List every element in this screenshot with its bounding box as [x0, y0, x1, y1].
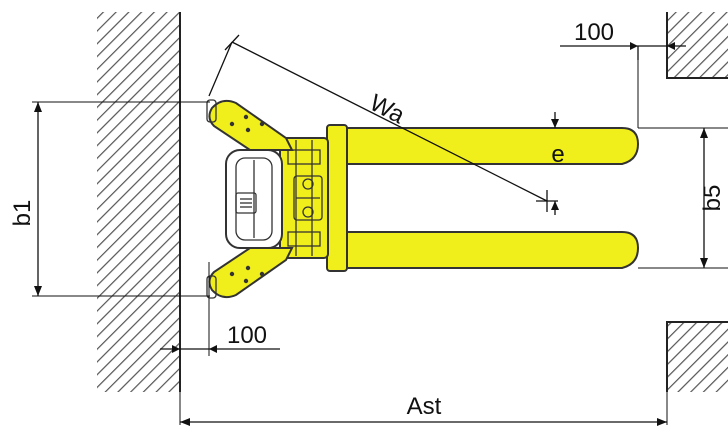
- pallet-truck: [206, 99, 640, 299]
- dimension-wa: [208, 34, 548, 202]
- fork-top: [343, 127, 640, 165]
- label-b1: b1: [9, 200, 36, 227]
- label-b5: b5: [699, 185, 726, 212]
- dimension-ast: [179, 392, 668, 426]
- dimension-e: [551, 112, 559, 215]
- tiller-arm-top: [208, 99, 294, 151]
- fork-base-plate: [326, 124, 348, 272]
- wall-left: [97, 12, 181, 392]
- label-clearance-top: 100: [574, 19, 614, 46]
- fork-bottom: [343, 231, 640, 269]
- wheel-bottom: [206, 275, 217, 299]
- dimension-b1: [32, 101, 210, 297]
- dimension-b5: [638, 127, 728, 269]
- hydraulic-pump: [293, 175, 323, 221]
- label-ast: Ast: [407, 393, 442, 420]
- label-clearance-bottom: 100: [227, 322, 267, 349]
- label-wa: Wa: [365, 89, 409, 129]
- dimension-clearance-top: [560, 42, 686, 128]
- label-e: e: [551, 141, 564, 168]
- dimension-clearance-bottom: [160, 262, 280, 356]
- tiller-arm-bottom: [208, 247, 294, 299]
- wall-top-right: [666, 12, 728, 79]
- wheel-top: [206, 99, 217, 123]
- wall-bottom-right: [666, 321, 728, 392]
- arm-rivets: [229, 114, 265, 284]
- handle: [225, 149, 283, 249]
